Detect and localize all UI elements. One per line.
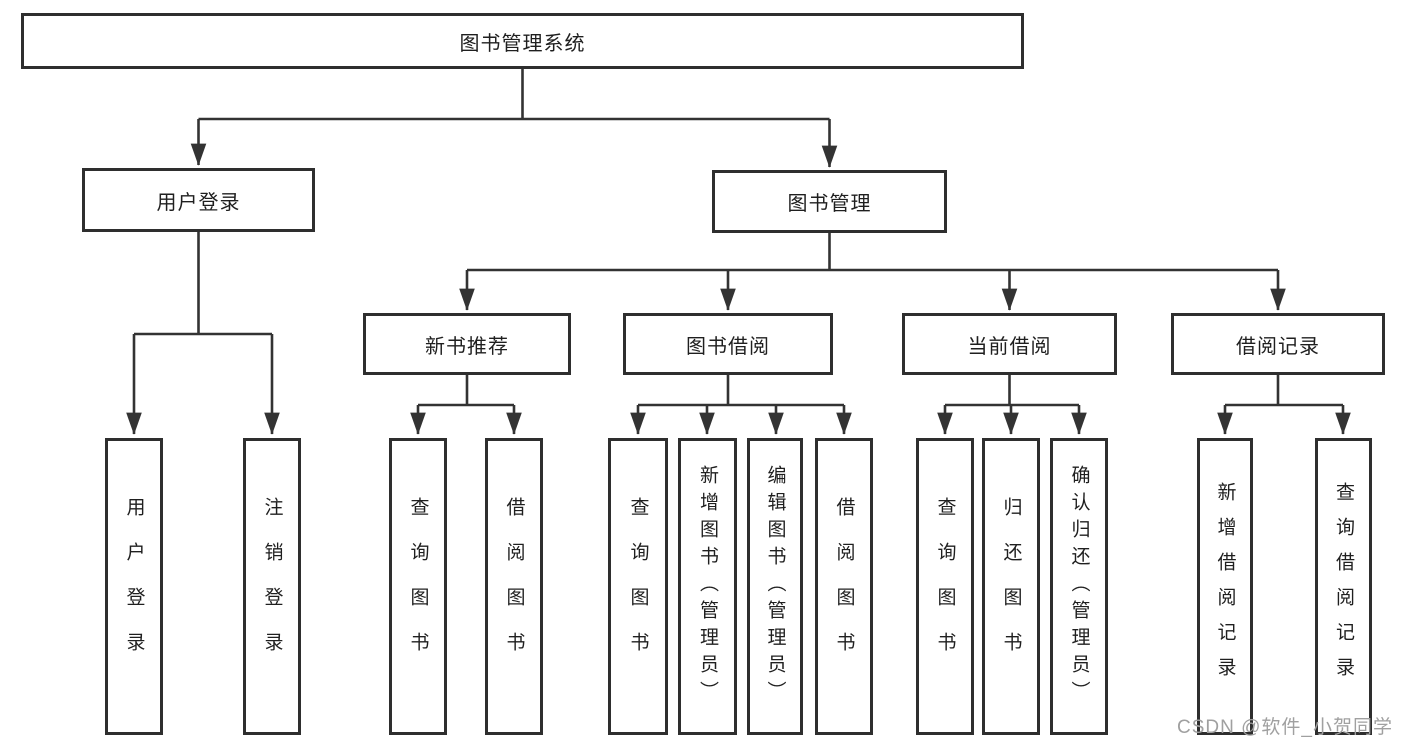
leaf-newbook-borrow-book-label: 借阅图书	[503, 496, 525, 677]
leaf-query-borrow-record: 查询借阅记录	[1315, 438, 1372, 735]
node-book-borrow: 图书借阅	[623, 313, 833, 375]
node-user-login-label: 用户登录	[156, 191, 241, 214]
leaf-add-book-admin-label: 新增图书（管理员）	[697, 465, 718, 708]
node-current-borrow: 当前借阅	[902, 313, 1117, 375]
node-book-borrow-label: 图书借阅	[686, 335, 770, 358]
node-new-book-recommend-label: 新书推荐	[425, 335, 509, 358]
node-library-system: 图书管理系统	[21, 13, 1024, 69]
leaf-borrow-book: 借阅图书	[815, 438, 873, 735]
leaf-current-query-book: 查询图书	[916, 438, 974, 735]
leaf-add-book-admin: 新增图书（管理员）	[678, 438, 737, 735]
leaf-user-login: 用户登录	[105, 438, 163, 735]
leaf-logout: 注销登录	[243, 438, 301, 735]
node-book-management: 图书管理	[712, 170, 947, 233]
leaf-newbook-borrow-book: 借阅图书	[485, 438, 543, 735]
leaf-return-book-label: 归还图书	[1000, 496, 1022, 677]
node-user-login: 用户登录	[82, 168, 315, 232]
leaf-user-login-label: 用户登录	[123, 496, 145, 677]
node-current-borrow-label: 当前借阅	[967, 335, 1052, 358]
csdn-watermark: CSDN @软件_小贺同学	[1177, 717, 1393, 738]
leaf-newbook-query-book-label: 查询图书	[407, 496, 429, 677]
leaf-add-borrow-record-label: 新增借阅记录	[1214, 481, 1236, 692]
leaf-current-query-book-label: 查询图书	[934, 496, 956, 677]
leaf-add-borrow-record: 新增借阅记录	[1197, 438, 1253, 735]
leaf-newbook-query-book: 查询图书	[389, 438, 447, 735]
leaf-return-book: 归还图书	[982, 438, 1040, 735]
node-borrow-record-label: 借阅记录	[1236, 335, 1320, 358]
leaf-confirm-return-admin-label: 确认归还（管理员）	[1068, 465, 1090, 708]
leaf-confirm-return-admin: 确认归还（管理员）	[1050, 438, 1108, 735]
node-library-system-label: 图书管理系统	[459, 32, 586, 55]
leaf-borrow-query-book-label: 查询图书	[627, 496, 649, 677]
leaf-query-borrow-record-label: 查询借阅记录	[1333, 481, 1354, 692]
leaf-edit-book-admin: 编辑图书（管理员）	[747, 438, 803, 735]
leaf-edit-book-admin-label: 编辑图书（管理员）	[764, 465, 786, 708]
leaf-logout-label: 注销登录	[261, 496, 283, 677]
leaf-borrow-book-label: 借阅图书	[833, 496, 855, 677]
node-new-book-recommend: 新书推荐	[363, 313, 571, 375]
node-book-management-label: 图书管理	[787, 193, 872, 215]
node-borrow-record: 借阅记录	[1171, 313, 1385, 375]
leaf-borrow-query-book: 查询图书	[608, 438, 668, 735]
